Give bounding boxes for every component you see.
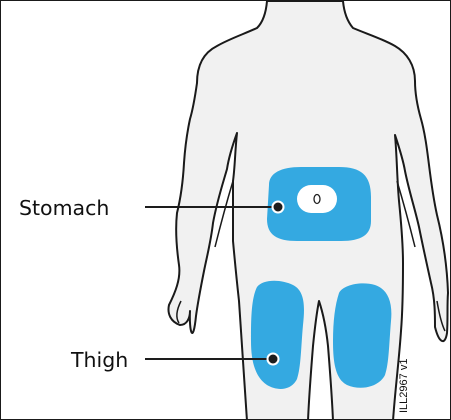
thigh-leader-dot <box>268 354 279 365</box>
stomach-leader-dot <box>273 202 284 213</box>
navel-area <box>297 185 337 213</box>
illustration-code: ILL2967 v1 <box>398 359 410 413</box>
stomach-label: Stomach <box>19 196 109 220</box>
thigh-label: Thigh <box>70 348 128 372</box>
left-thigh-injection-zone <box>251 281 304 389</box>
right-thigh-injection-zone <box>333 283 391 387</box>
